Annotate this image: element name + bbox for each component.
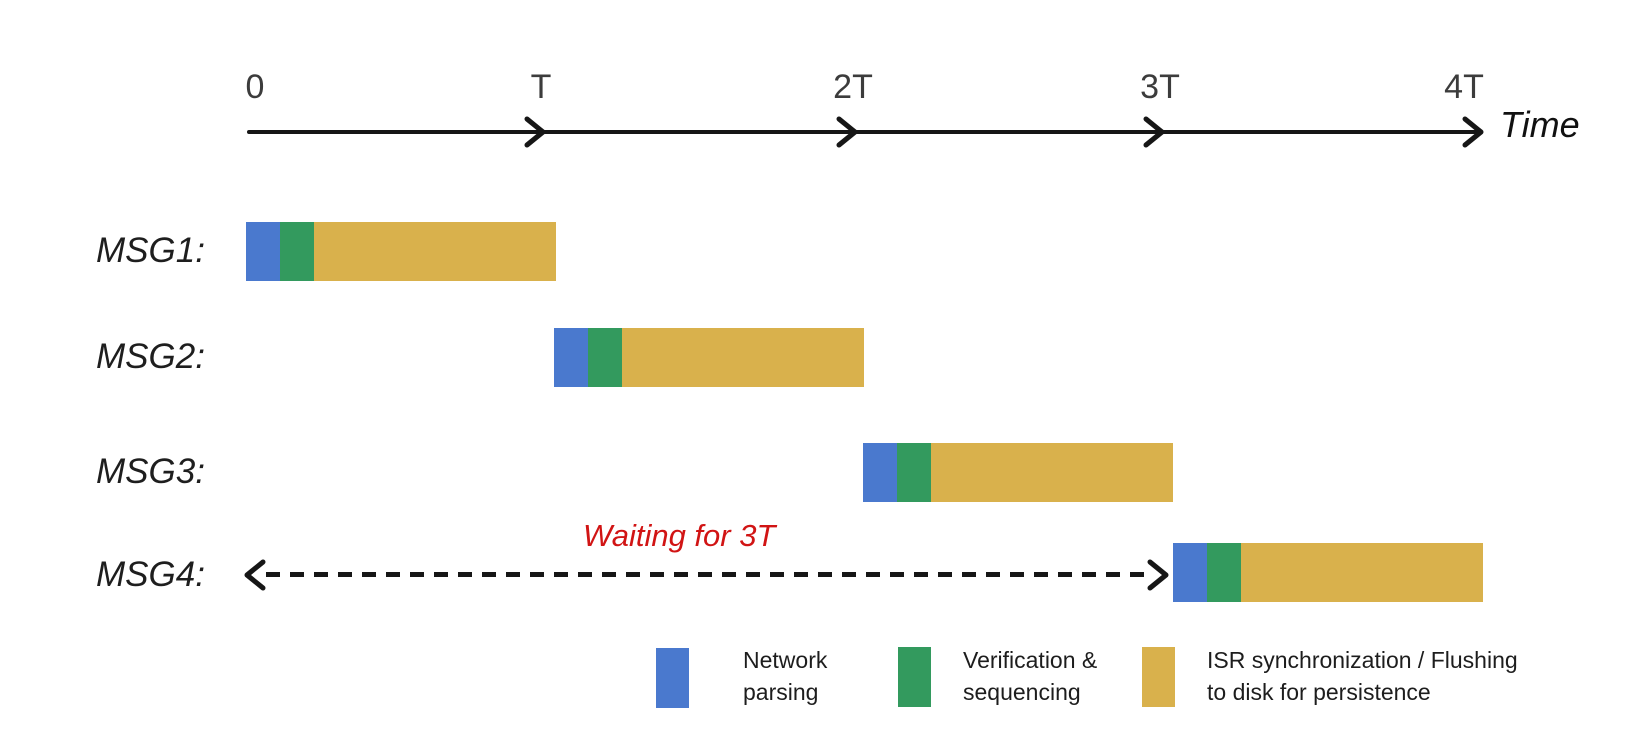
- axis-line: [247, 130, 1481, 134]
- tick-label-2t: 2T: [833, 68, 873, 106]
- row-label-msg3: MSG3:: [96, 452, 205, 491]
- msg1-bar: [246, 222, 556, 281]
- legend-swatch-isr-flush: [1142, 647, 1175, 707]
- verification-segment: [1207, 543, 1241, 602]
- tick-label-3t: 3T: [1140, 68, 1180, 106]
- waiting-annotation: Waiting for 3T: [583, 518, 776, 553]
- row-label-msg1: MSG1:: [96, 231, 205, 270]
- network-parsing-segment: [863, 443, 897, 502]
- arrowhead-right-icon: [524, 116, 546, 148]
- arrowhead-right-icon: [1462, 116, 1484, 148]
- row-label-msg2: MSG2:: [96, 337, 205, 376]
- arrowhead-right-icon: [836, 116, 858, 148]
- msg3-bar: [863, 443, 1173, 502]
- tick-label-4t: 4T: [1444, 68, 1484, 106]
- isr-flush-segment: [622, 328, 864, 387]
- legend-label-isr-flush: ISR synchronization / Flushing to disk f…: [1207, 647, 1518, 705]
- arrowhead-right-icon: [1143, 116, 1165, 148]
- verification-segment: [897, 443, 931, 502]
- verification-segment: [280, 222, 314, 281]
- isr-flush-segment: [314, 222, 556, 281]
- arrowhead-left-icon: [244, 559, 266, 591]
- verification-segment: [588, 328, 622, 387]
- legend-label-network-parsing: Network parsing: [743, 647, 828, 705]
- network-parsing-segment: [1173, 543, 1207, 602]
- msg2-bar: [554, 328, 864, 387]
- legend-swatch-network-parsing: [656, 648, 689, 708]
- network-parsing-segment: [246, 222, 280, 281]
- tick-label-0: 0: [245, 68, 265, 106]
- waiting-dashed-line: [266, 572, 1150, 577]
- msg4-bar: [1173, 543, 1483, 602]
- network-parsing-segment: [554, 328, 588, 387]
- legend-swatch-verification: [898, 647, 931, 707]
- tick-label-1t: T: [530, 68, 552, 106]
- isr-flush-segment: [1241, 543, 1483, 602]
- legend-label-verification: Verification & sequencing: [963, 647, 1098, 705]
- row-label-msg4: MSG4:: [96, 555, 205, 594]
- time-axis-title: Time: [1500, 104, 1580, 145]
- isr-flush-segment: [931, 443, 1173, 502]
- arrowhead-right-icon: [1147, 559, 1169, 591]
